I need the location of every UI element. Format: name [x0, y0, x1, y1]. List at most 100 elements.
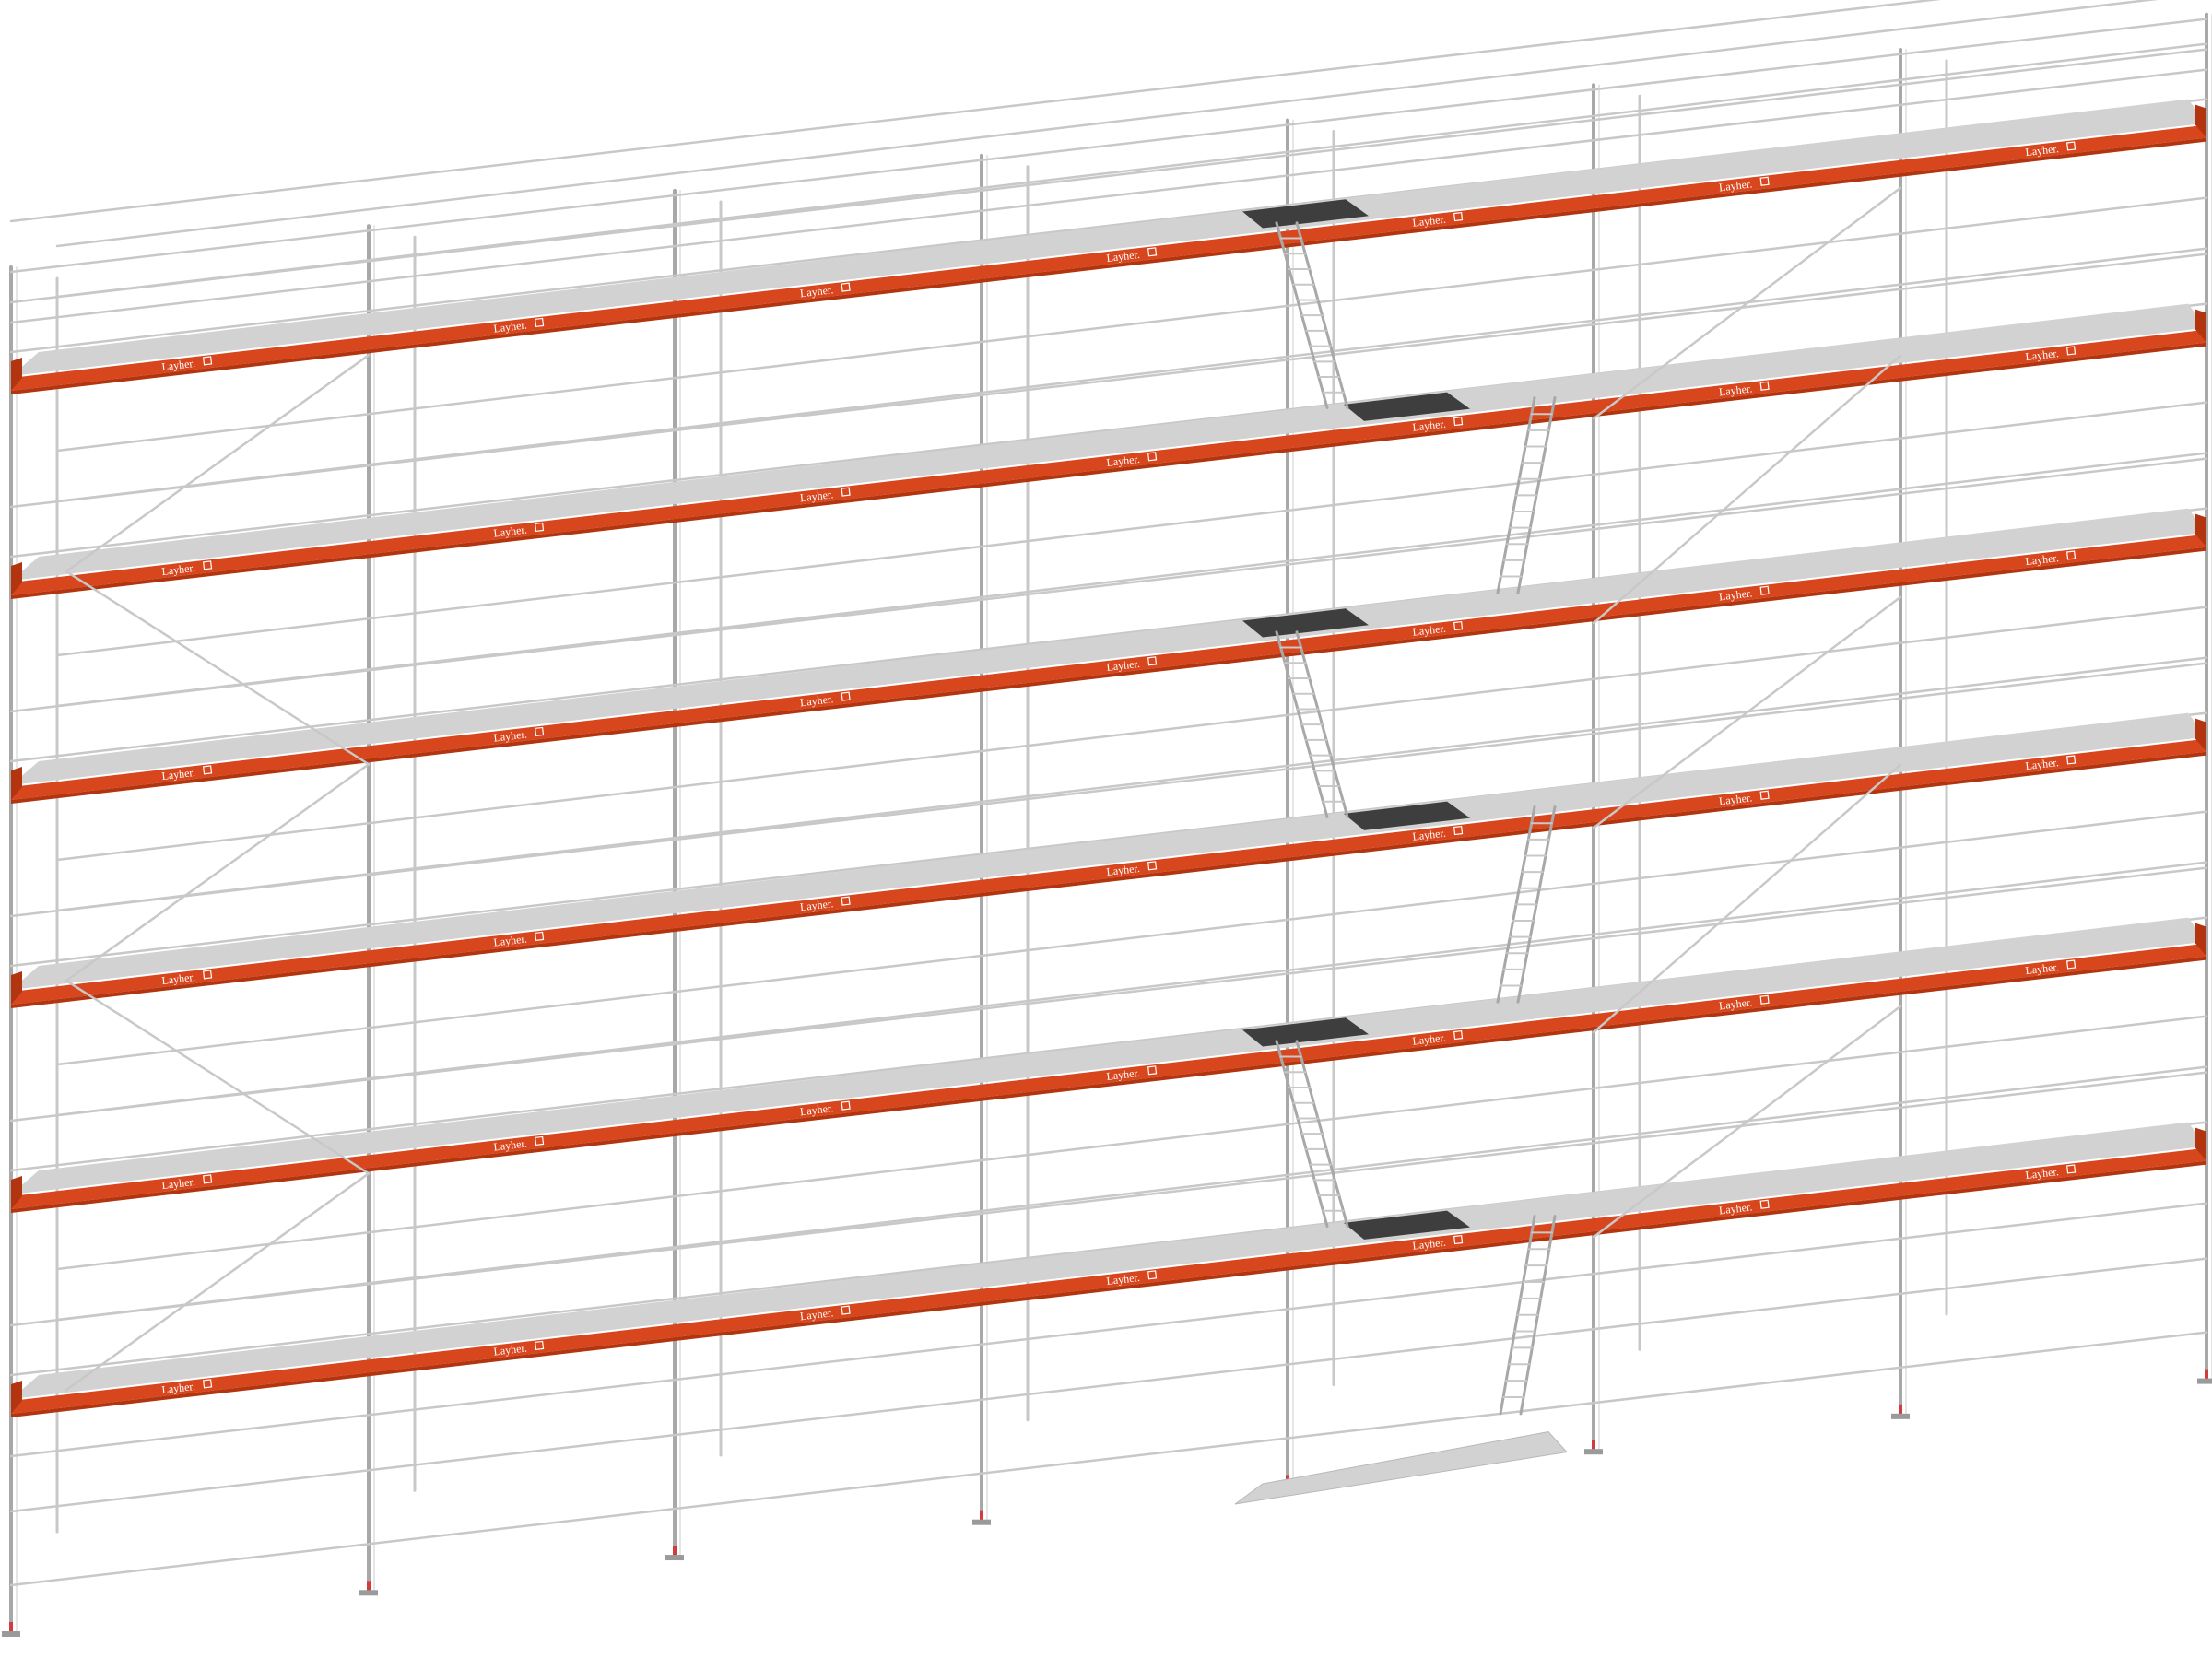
layher-logo-icon	[202, 765, 213, 775]
brand-label: Layher.	[1412, 213, 1447, 229]
front-rail	[9, 48, 2208, 304]
diagonal-brace	[1592, 595, 1902, 829]
access-hatch	[1242, 608, 1369, 638]
brand-label: Layher.	[493, 1342, 528, 1358]
ground-ledger	[9, 1257, 2208, 1513]
layher-logo-icon	[202, 560, 213, 570]
layher-logo-icon	[1453, 1029, 1464, 1041]
brand-label: Layher.	[493, 523, 528, 540]
base-plate	[665, 1555, 684, 1561]
layher-logo-icon	[841, 487, 851, 497]
toe-board-shade	[11, 1160, 2206, 1417]
toe-board-shade	[11, 342, 2206, 599]
brand-label: Layher.	[1718, 382, 1753, 398]
diagonal-brace	[65, 979, 371, 1175]
brand-label: Layher.	[493, 728, 528, 745]
diagonal-brace	[1592, 1005, 1902, 1239]
front-rail	[9, 457, 2208, 713]
ground-ledger	[9, 1331, 2208, 1587]
diagonal-brace	[65, 354, 371, 573]
toe-board-shade	[11, 547, 2206, 804]
brand-label: Layher.	[1412, 417, 1447, 434]
base-plate	[2197, 1378, 2212, 1384]
brand-label: Layher.	[1106, 1271, 1141, 1288]
brand-label: Layher.	[2025, 960, 2060, 977]
layher-logo-icon	[841, 691, 851, 701]
base-plate	[359, 1590, 378, 1596]
deck-surface	[11, 508, 2206, 785]
toe-board-end	[2195, 718, 2206, 752]
brand-label: Layher.	[1412, 827, 1447, 843]
guard-rail	[55, 0, 2159, 248]
layher-logo-icon	[1453, 620, 1464, 631]
landing-deck	[1234, 1431, 1568, 1505]
layher-logo-icon	[202, 1379, 213, 1389]
brand-label: Layher.	[493, 319, 528, 335]
base-plate	[1891, 1413, 1910, 1419]
layher-logo-icon	[2065, 755, 2077, 765]
deck-surface	[11, 303, 2206, 581]
brand-label: Layher.	[1106, 657, 1141, 674]
brand-label: Layher.	[1106, 862, 1141, 878]
brand-label: Layher.	[2025, 551, 2060, 568]
diagonal-brace	[1592, 186, 1902, 420]
toe-board-end	[11, 971, 22, 1005]
front-rail	[9, 1071, 2208, 1327]
diagonal-brace	[65, 763, 371, 982]
layher-logo-icon	[534, 931, 545, 942]
layher-logo-icon	[2065, 959, 2077, 970]
brand-label: Layher.	[2025, 756, 2060, 772]
brand-label: Layher.	[1718, 586, 1753, 603]
brand-label: Layher.	[2025, 1165, 2060, 1182]
guard-rail	[55, 1015, 2208, 1271]
layher-logo-icon	[1147, 1270, 1158, 1280]
brand-label: Layher.	[161, 357, 196, 373]
brand-label: Layher.	[1106, 453, 1141, 469]
layher-logo-icon	[1453, 825, 1464, 836]
layher-logo-icon	[534, 1135, 545, 1146]
guard-rail	[55, 401, 2208, 657]
base-plate	[1584, 1449, 1603, 1455]
brand-label: Layher.	[493, 1137, 528, 1154]
layher-logo-icon	[841, 896, 851, 906]
toe-board-end	[11, 358, 22, 391]
brand-label: Layher.	[799, 1306, 834, 1323]
ground-ledger	[9, 1202, 2208, 1458]
base-plate	[972, 1519, 991, 1525]
layher-logo-icon	[841, 1305, 851, 1315]
toe-board-end	[11, 767, 22, 800]
layher-logo-icon	[1147, 656, 1158, 666]
layher-logo-icon	[1759, 585, 1770, 595]
layher-logo-icon	[1759, 790, 1770, 800]
access-hatch	[1344, 801, 1470, 830]
brand-label: Layher.	[1718, 791, 1753, 807]
diagonal-brace	[1592, 763, 1902, 1034]
layher-logo-icon	[1759, 381, 1770, 391]
access-hatch	[1344, 1210, 1470, 1240]
layher-logo-icon	[2065, 1164, 2077, 1174]
toe-board-end	[11, 562, 22, 595]
deck-surface	[11, 99, 2206, 376]
brand-label: Layher.	[1106, 248, 1141, 265]
brand-label: Layher.	[799, 692, 834, 709]
layher-logo-icon	[841, 1100, 851, 1111]
brand-label: Layher.	[161, 970, 196, 987]
brand-label: Layher.	[799, 283, 834, 300]
layher-logo-icon	[202, 970, 213, 980]
toe-board-shade	[11, 956, 2206, 1213]
brand-label: Layher.	[2025, 347, 2060, 363]
toe-board	[11, 943, 2206, 1209]
toe-board	[11, 329, 2206, 595]
layher-logo-icon	[1147, 861, 1158, 871]
layher-logo-icon	[202, 356, 213, 366]
access-hatch	[1344, 392, 1470, 421]
diagonal-brace	[65, 1172, 371, 1392]
top-guard-rail	[9, 18, 2208, 274]
brand-label: Layher.	[161, 1380, 196, 1396]
layher-logo-icon	[534, 317, 545, 328]
toe-board	[11, 738, 2206, 1005]
layher-logo-icon	[1759, 176, 1770, 186]
brand-label: Layher.	[799, 1101, 834, 1118]
